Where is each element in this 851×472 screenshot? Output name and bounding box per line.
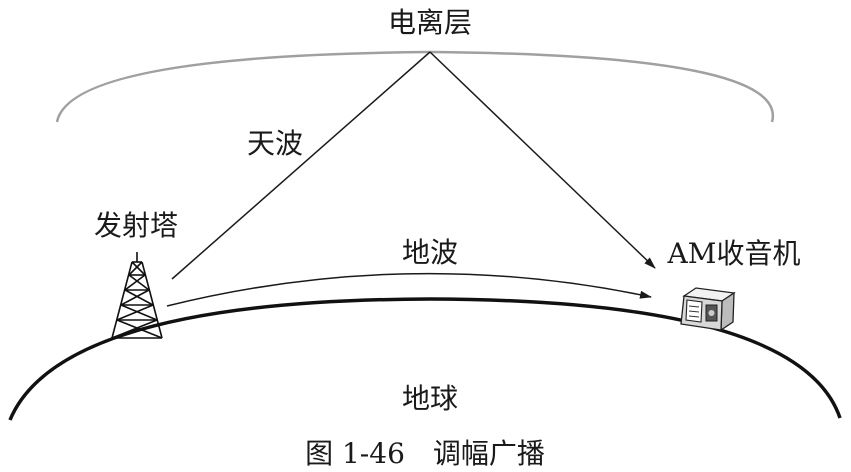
receiver-label: AM收音机	[667, 237, 801, 270]
ground-wave-arrow	[166, 272, 652, 307]
earth-label: 地球	[402, 382, 458, 415]
ground-wave-label: 地波	[402, 236, 458, 269]
earth-surface	[8, 297, 842, 421]
ionosphere-label: 电离层	[388, 6, 472, 39]
figure-caption: 图 1-46 调幅广播	[305, 437, 545, 470]
transmitter-tower-icon	[111, 252, 163, 339]
sky-wave-down-arrow	[429, 51, 656, 269]
ionosphere-arc	[55, 50, 775, 123]
transmitter-label: 发射塔	[94, 209, 178, 242]
sky-wave-label: 天波	[247, 127, 303, 160]
sky-wave-up-line	[171, 51, 431, 280]
am-radio-icon	[680, 287, 736, 332]
